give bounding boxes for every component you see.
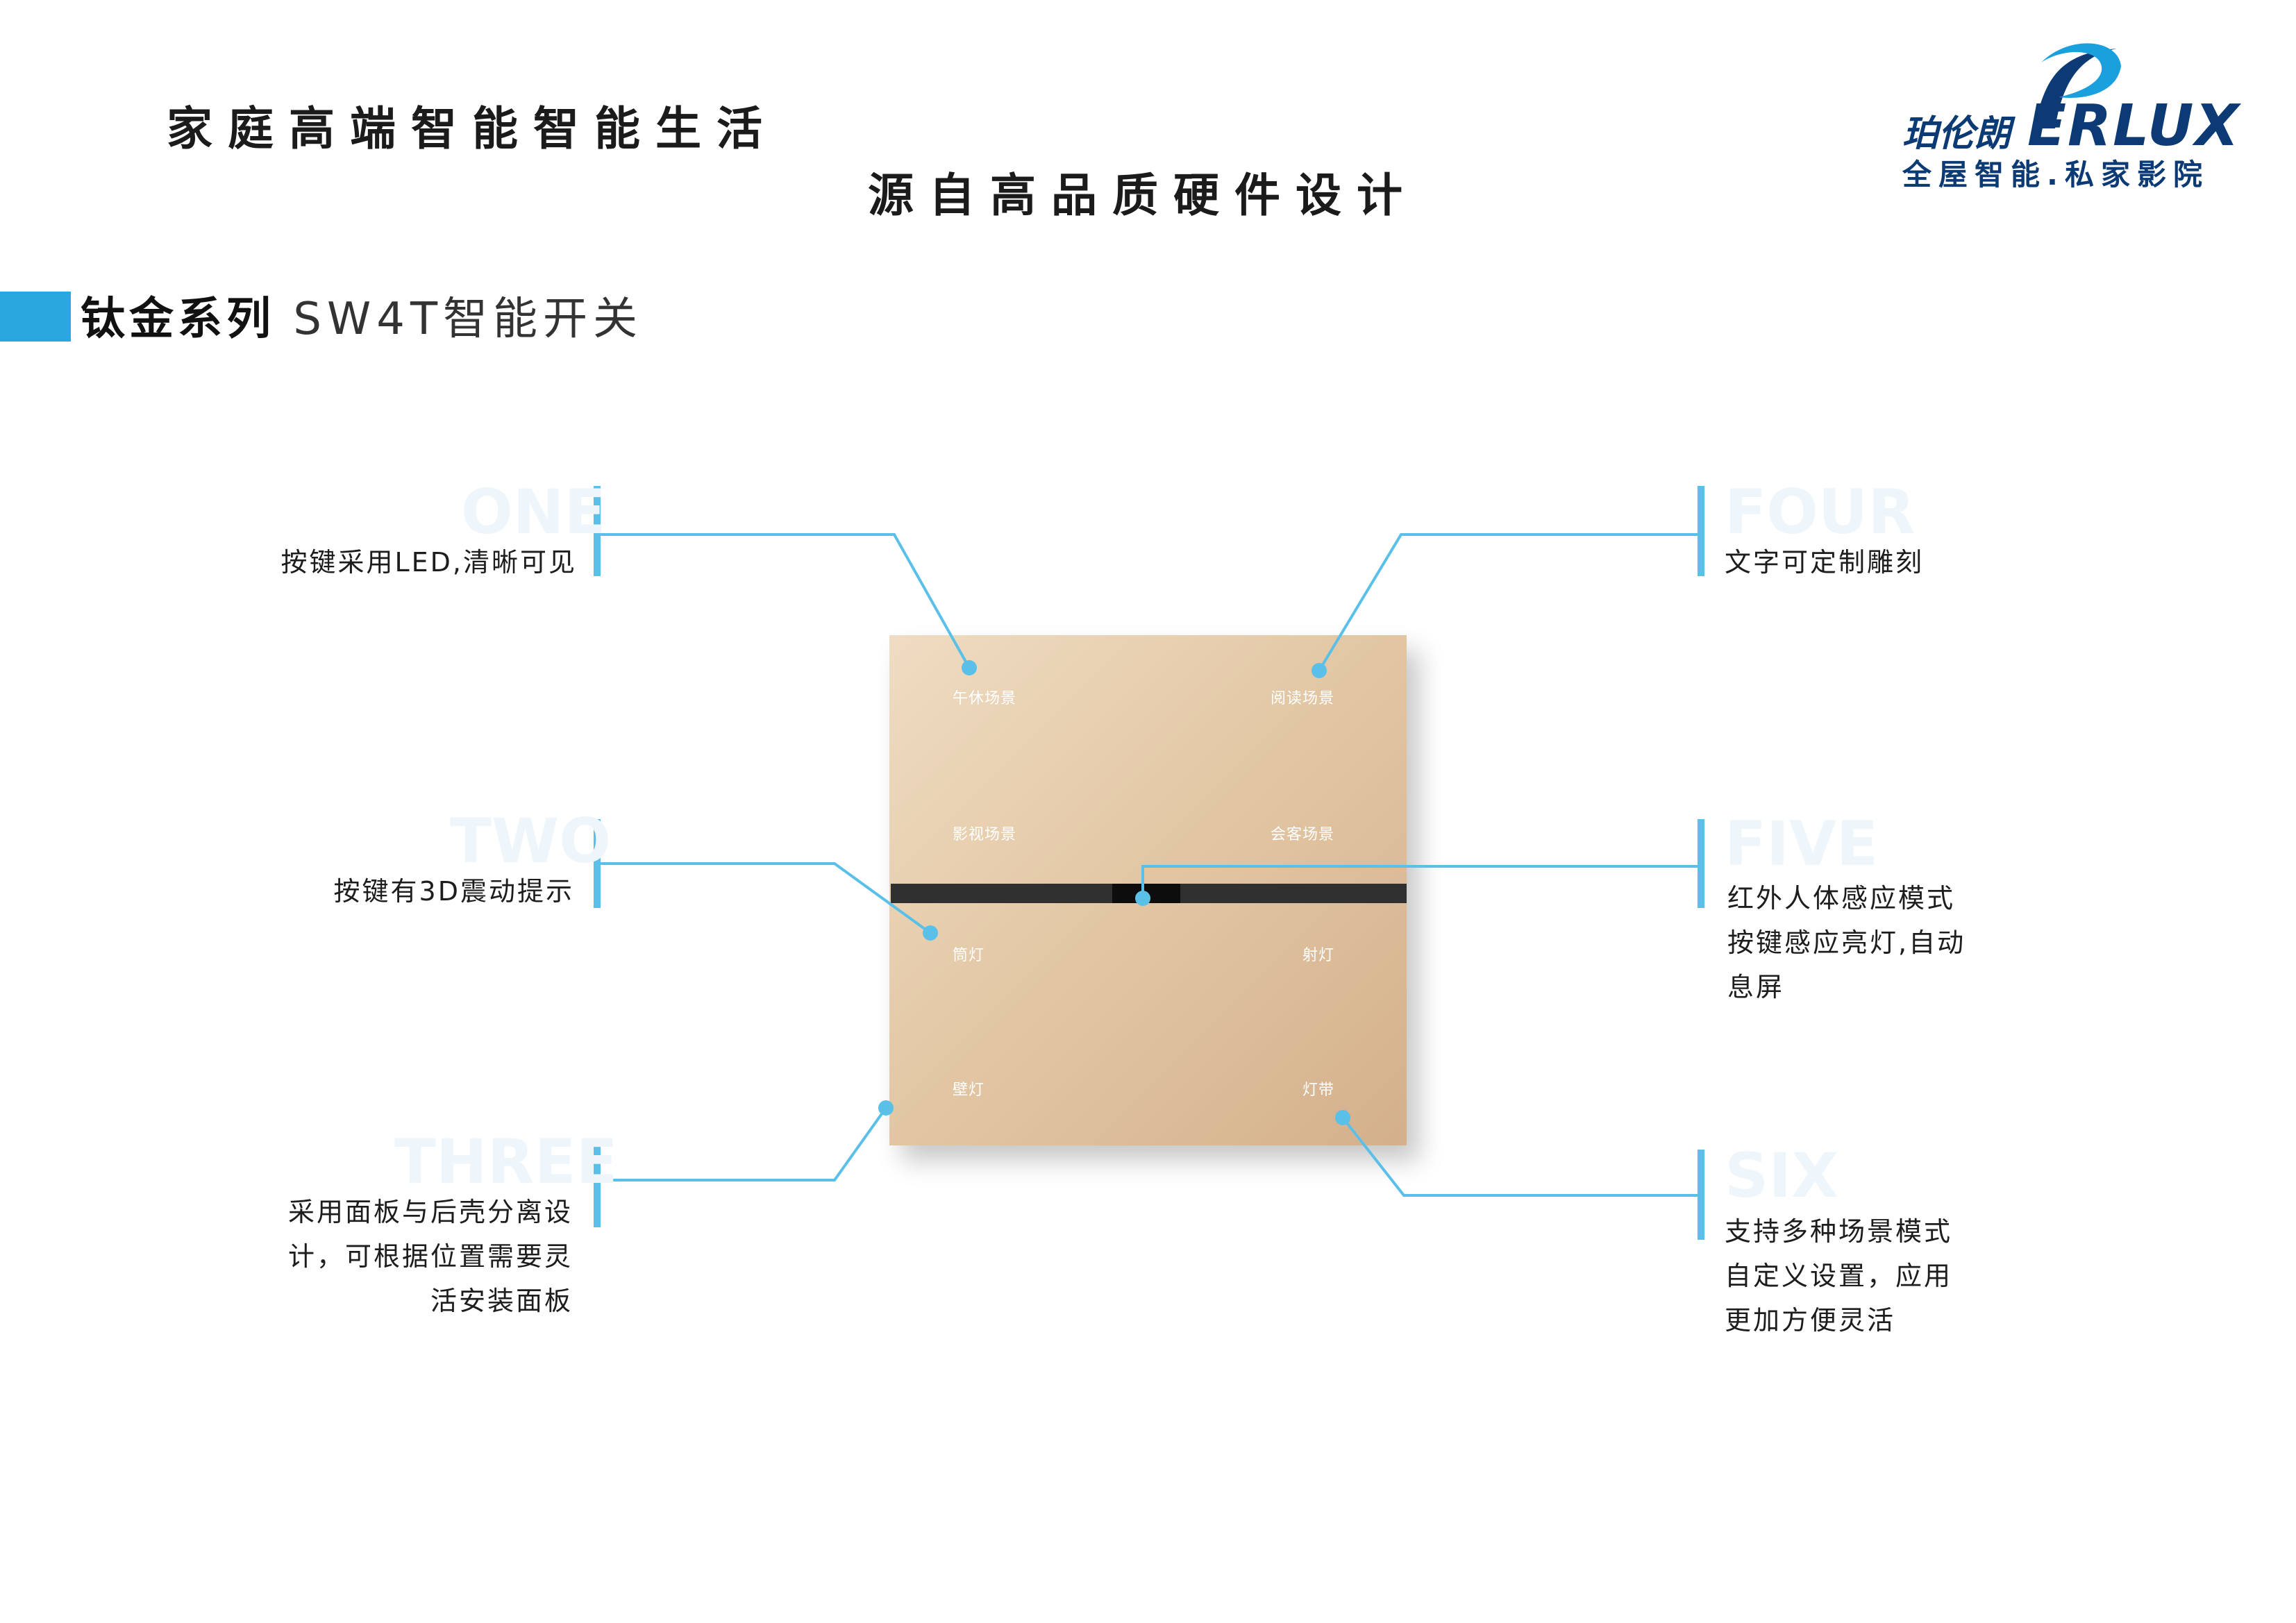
- leader-six: [1341, 1116, 1701, 1197]
- leader-five: [1141, 865, 1701, 898]
- callout-five-line-2: 按键感应亮灯,自动: [1727, 927, 1966, 958]
- brand-logo: 珀伦朗 ERLUX 全屋智能.私家影院: [1895, 35, 2263, 194]
- callout-desc-one: 按键采用LED,清晰可见: [280, 540, 577, 585]
- callout-desc-five: 红外人体感应模式 按键感应亮灯,自动 息屏: [1727, 876, 1966, 1009]
- leader-dot-one: [962, 660, 977, 675]
- callout-two-line-1: 按键有3D震动提示: [333, 876, 574, 907]
- callout-five-line-3: 息屏: [1727, 972, 1785, 1002]
- callout-number-six: SIX: [1725, 1140, 1838, 1211]
- callout-desc-three: 采用面板与后壳分离设 计，可根据位置需要灵 活安装面板: [288, 1190, 573, 1323]
- callout-four-line-1: 文字可定制雕刻: [1725, 547, 1925, 578]
- section-title: 钛金系列 SW4T智能开关: [81, 283, 643, 347]
- panel-button-mid-left: 影视场景: [953, 826, 1017, 843]
- callout-number-five: FIVE: [1725, 808, 1879, 880]
- callout-number-one: ONE: [461, 476, 606, 548]
- section-title-model: SW4T智能开关: [293, 294, 644, 345]
- leader-dot-four: [1312, 663, 1327, 678]
- leader-four: [1318, 533, 1701, 672]
- panel-button-mid-right: 会客场景: [1271, 826, 1335, 843]
- panel-button-lower-right: 射灯: [1302, 947, 1335, 964]
- section-accent-bar: [0, 292, 71, 342]
- callout-desc-two: 按键有3D震动提示: [334, 869, 574, 914]
- callout-desc-six: 支持多种场景模式 自定义设置，应用 更加方便灵活: [1725, 1209, 1952, 1343]
- callout-number-three: THREE: [394, 1126, 618, 1197]
- callout-number-two: TWO: [450, 805, 611, 877]
- leader-three: [597, 1107, 887, 1181]
- leader-one: [597, 533, 971, 668]
- slogan-line-2: 源自高品质硬件设计: [868, 168, 1418, 222]
- callout-number-four: FOUR: [1725, 476, 1916, 548]
- callout-three-line-1: 采用面板与后壳分离设: [287, 1197, 573, 1227]
- leader-two: [597, 862, 932, 934]
- leader-dot-three: [878, 1100, 894, 1116]
- callout-six-line-2: 自定义设置，应用: [1725, 1261, 1953, 1291]
- panel-button-bottom-left: 壁灯: [953, 1082, 985, 1099]
- panel-button-lower-left: 筒灯: [953, 947, 985, 964]
- callout-three-line-2: 计，可根据位置需要灵: [287, 1241, 573, 1272]
- callout-one-line-1: 按键采用LED,清晰可见: [280, 547, 577, 578]
- leader-dot-five: [1135, 891, 1150, 906]
- panel-button-top-right: 阅读场景: [1271, 690, 1335, 707]
- callout-three-line-3: 活安装面板: [430, 1286, 573, 1316]
- section-title-series: 钛金系列: [81, 294, 275, 345]
- callout-six-line-3: 更加方便灵活: [1725, 1305, 1896, 1336]
- panel-button-bottom-right: 灯带: [1302, 1082, 1335, 1099]
- callout-five-line-1: 红外人体感应模式: [1727, 883, 1956, 914]
- leader-dot-two: [923, 925, 938, 941]
- slogan-line-1: 家庭高端智能智能生活: [167, 101, 778, 155]
- logo-tagline: 全屋智能.私家影院: [1902, 158, 2209, 192]
- logo-brand-english: ERLUX: [2027, 93, 2240, 159]
- panel-button-top-left: 午休场景: [953, 690, 1017, 707]
- logo-brand-chinese: 珀伦朗: [1902, 112, 2011, 155]
- leader-dot-six: [1335, 1110, 1350, 1125]
- logo-swoosh-icon: [2034, 43, 2121, 128]
- callout-six-line-1: 支持多种场景模式: [1725, 1216, 1953, 1247]
- callout-desc-four: 文字可定制雕刻: [1725, 540, 1924, 585]
